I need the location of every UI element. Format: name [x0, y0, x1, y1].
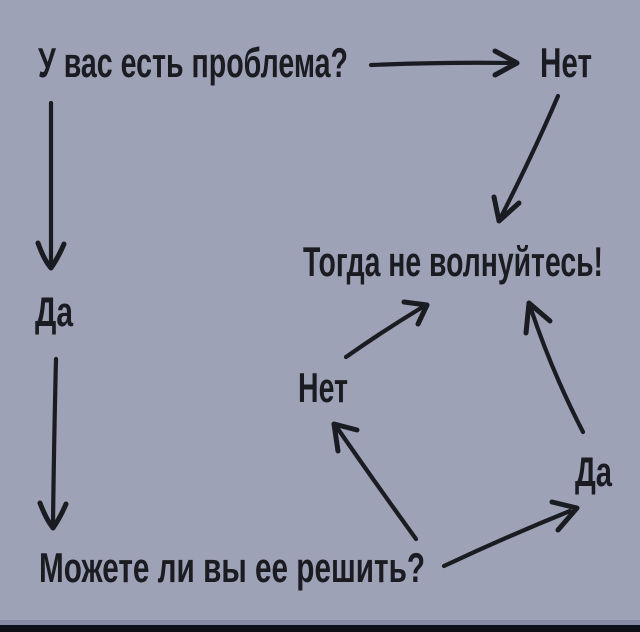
node-conclusion: Тогда не волнуйтесь!	[303, 238, 603, 285]
arrow-no2-to-conclusion	[343, 299, 430, 360]
arrow-yes1-to-question2	[37, 356, 69, 531]
arrow-no1-to-conclusion	[491, 93, 561, 224]
labels-layer: У вас есть проблема? Нет Да Тогда не вол…	[35, 39, 612, 591]
node-answer-yes-2: Да	[575, 448, 612, 495]
node-answer-no-2: Нет	[298, 364, 348, 411]
arrow-question2-to-yes2	[441, 499, 580, 569]
node-question-2: Можете ли вы ее решить?	[39, 544, 425, 591]
bottom-dark-bar	[0, 625, 640, 632]
bottom-shadow-line	[0, 620, 640, 625]
node-question-1: У вас есть проблема?	[38, 39, 348, 86]
arrow-question1-to-no1	[368, 48, 520, 78]
arrow-yes2-to-conclusion	[523, 300, 586, 435]
node-answer-yes-1: Да	[35, 288, 73, 335]
node-answer-no-1: Нет	[540, 39, 592, 86]
arrows-layer	[35, 48, 586, 569]
arrow-question2-to-no2	[331, 421, 419, 542]
arrow-question1-to-yes1	[35, 100, 67, 271]
